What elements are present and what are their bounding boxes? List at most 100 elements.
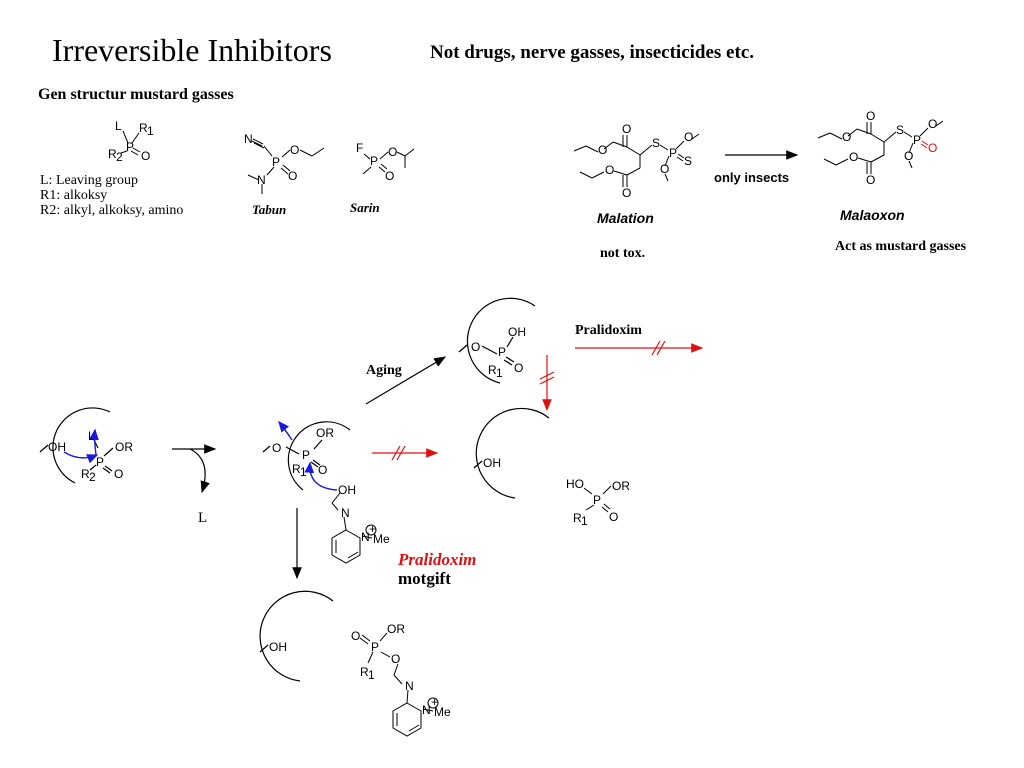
svg-text:N: N bbox=[405, 679, 414, 693]
svg-text:OR: OR bbox=[316, 426, 334, 440]
antidote-caption: motgift bbox=[398, 569, 451, 588]
tabun-label: Tabun bbox=[252, 202, 287, 217]
svg-text:N: N bbox=[244, 132, 253, 146]
svg-text:L: L bbox=[88, 429, 95, 443]
svg-text:L: L bbox=[115, 119, 122, 133]
svg-text:O: O bbox=[114, 467, 123, 481]
svg-text:OR: OR bbox=[115, 440, 133, 454]
svg-text:O: O bbox=[622, 186, 631, 200]
svg-text:N: N bbox=[341, 506, 350, 520]
svg-text:OH: OH bbox=[48, 440, 66, 454]
svg-text:O: O bbox=[904, 149, 913, 163]
malation-note: not tox. bbox=[600, 246, 646, 261]
svg-text:S: S bbox=[896, 123, 904, 137]
enzyme-free-bottom-text: OH bbox=[269, 640, 287, 654]
sarin-structure bbox=[362, 148, 415, 175]
legend-line-leaving-group: L: Leaving group bbox=[40, 173, 138, 188]
svg-text:2: 2 bbox=[89, 470, 96, 484]
svg-text:O: O bbox=[928, 117, 937, 131]
svg-text:P: P bbox=[498, 345, 506, 359]
svg-text:P: P bbox=[272, 155, 280, 169]
svg-text:1: 1 bbox=[368, 668, 375, 682]
svg-text:O: O bbox=[866, 173, 875, 187]
svg-text:O: O bbox=[288, 169, 297, 183]
svg-text:O: O bbox=[351, 629, 360, 643]
svg-text:P: P bbox=[370, 154, 378, 168]
svg-text:1: 1 bbox=[147, 124, 154, 138]
svg-text:O: O bbox=[318, 463, 327, 477]
svg-text:P: P bbox=[913, 133, 921, 147]
svg-text:O: O bbox=[290, 143, 299, 157]
legend-line-r2: R2: alkyl, alkoksy, amino bbox=[40, 203, 184, 218]
svg-text:2: 2 bbox=[116, 150, 123, 164]
aging-arrow bbox=[365, 356, 447, 405]
svg-text:1: 1 bbox=[496, 366, 503, 380]
svg-text:P: P bbox=[302, 448, 310, 462]
svg-text:O: O bbox=[272, 441, 281, 455]
svg-text:Me: Me bbox=[434, 705, 451, 719]
svg-text:P: P bbox=[371, 640, 379, 654]
svg-text:R: R bbox=[139, 121, 148, 135]
svg-text:R: R bbox=[488, 363, 497, 377]
svg-text:O: O bbox=[660, 162, 669, 176]
svg-text:HO: HO bbox=[566, 477, 584, 491]
svg-text:S: S bbox=[684, 154, 692, 168]
phosphorylated-oxime bbox=[359, 632, 434, 737]
antidote-name: Pralidoxim bbox=[398, 550, 477, 569]
svg-text:P: P bbox=[96, 455, 104, 469]
leaving-group-arrow bbox=[189, 448, 210, 494]
svg-text:OR: OR bbox=[387, 622, 405, 636]
svg-text:N: N bbox=[257, 173, 266, 187]
released-phosphonate bbox=[583, 485, 612, 513]
svg-text:O: O bbox=[842, 130, 851, 144]
pralidoxime-structure bbox=[331, 492, 373, 564]
svg-text:Me: Me bbox=[373, 532, 390, 546]
malaoxon-structure bbox=[817, 120, 944, 174]
malaoxon-note: Act as mustard gasses bbox=[835, 239, 967, 254]
blue-arrow-attack-1 bbox=[63, 451, 99, 464]
general-structure-heading: Gen structur mustard gasses bbox=[38, 86, 234, 103]
svg-text:R: R bbox=[292, 462, 301, 476]
legend-line-r1: R1: alkoksy bbox=[40, 188, 108, 203]
svg-text:R: R bbox=[81, 467, 90, 481]
svg-text:OH: OH bbox=[508, 325, 526, 339]
svg-text:O: O bbox=[866, 109, 875, 123]
sarin-label: Sarin bbox=[350, 200, 380, 215]
page-title: Irreversible Inhibitors bbox=[52, 32, 332, 68]
svg-text:O: O bbox=[622, 122, 631, 136]
svg-text:O: O bbox=[928, 141, 937, 155]
tabun-structure bbox=[247, 138, 325, 194]
svg-text:O: O bbox=[471, 340, 480, 354]
leaving-group-label: L bbox=[198, 510, 208, 526]
svg-text:N: N bbox=[361, 530, 370, 544]
svg-text:O: O bbox=[514, 361, 523, 375]
enzyme-aged bbox=[458, 297, 536, 384]
blue-arrow-leaving-1 bbox=[89, 428, 99, 456]
malaoxon-label: Malaoxon bbox=[840, 207, 905, 223]
enzyme-regenerated bbox=[473, 407, 550, 499]
svg-text:O: O bbox=[391, 652, 400, 666]
svg-text:P: P bbox=[126, 140, 134, 154]
enzyme-free-bottom bbox=[259, 590, 334, 682]
svg-text:OH: OH bbox=[483, 456, 501, 470]
svg-text:R: R bbox=[360, 665, 369, 679]
blue-arrow-oxime-attack bbox=[304, 461, 338, 491]
svg-text:S: S bbox=[652, 136, 660, 150]
svg-text:P: P bbox=[593, 493, 601, 507]
svg-text:+: + bbox=[431, 695, 438, 709]
legend-block: L: Leaving group R1: alkoksy R2: alkyl, … bbox=[40, 173, 183, 218]
svg-text:+: + bbox=[369, 522, 376, 536]
svg-text:O: O bbox=[385, 169, 394, 183]
page-subtitle: Not drugs, nerve gasses, insecticides et… bbox=[430, 42, 755, 63]
